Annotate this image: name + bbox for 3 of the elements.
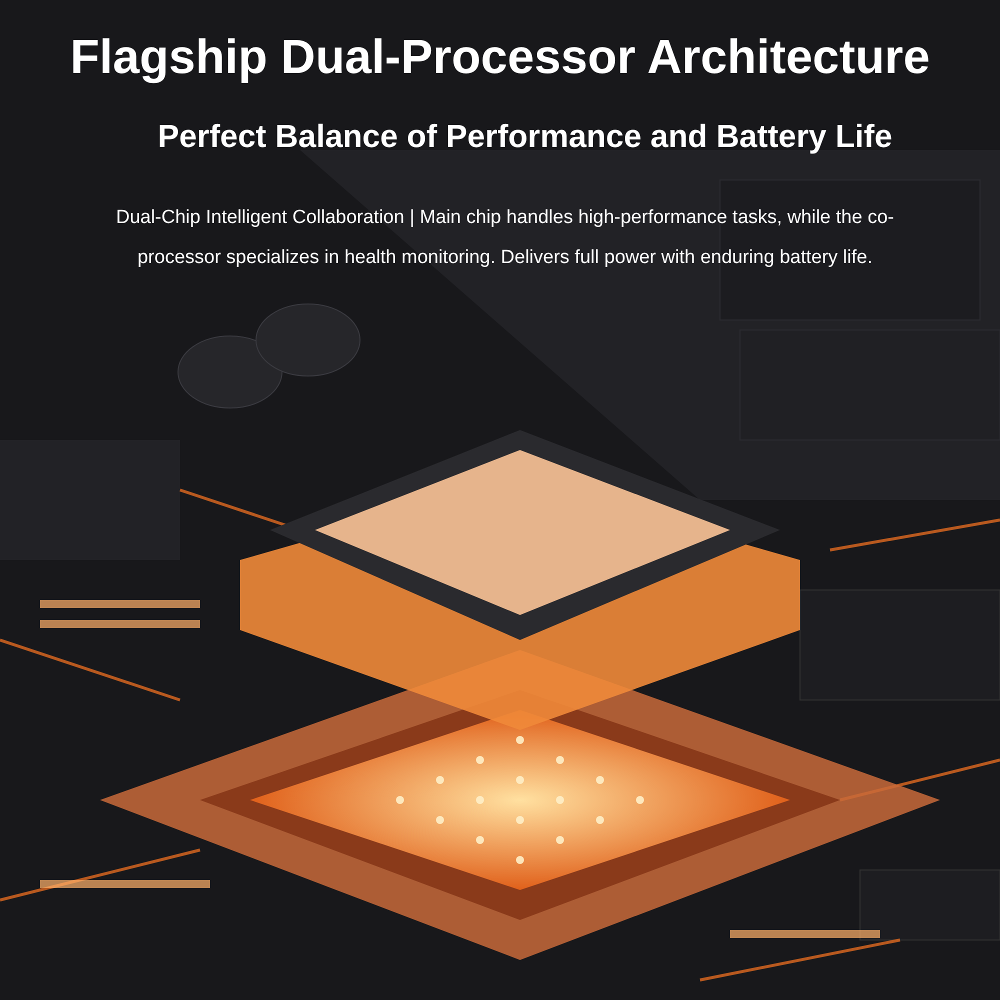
subheadline: Perfect Balance of Performance and Battery Life [156,118,894,155]
headline: Flagship Dual-Processor Architecture [69,30,931,85]
description-paragraph: Dual-Chip Intelligent Collaboration | Main chip handles high-performance tasks, while the co-processor specializes in health monitoring. Delivers full power with enduring battery life. [114,206,895,270]
